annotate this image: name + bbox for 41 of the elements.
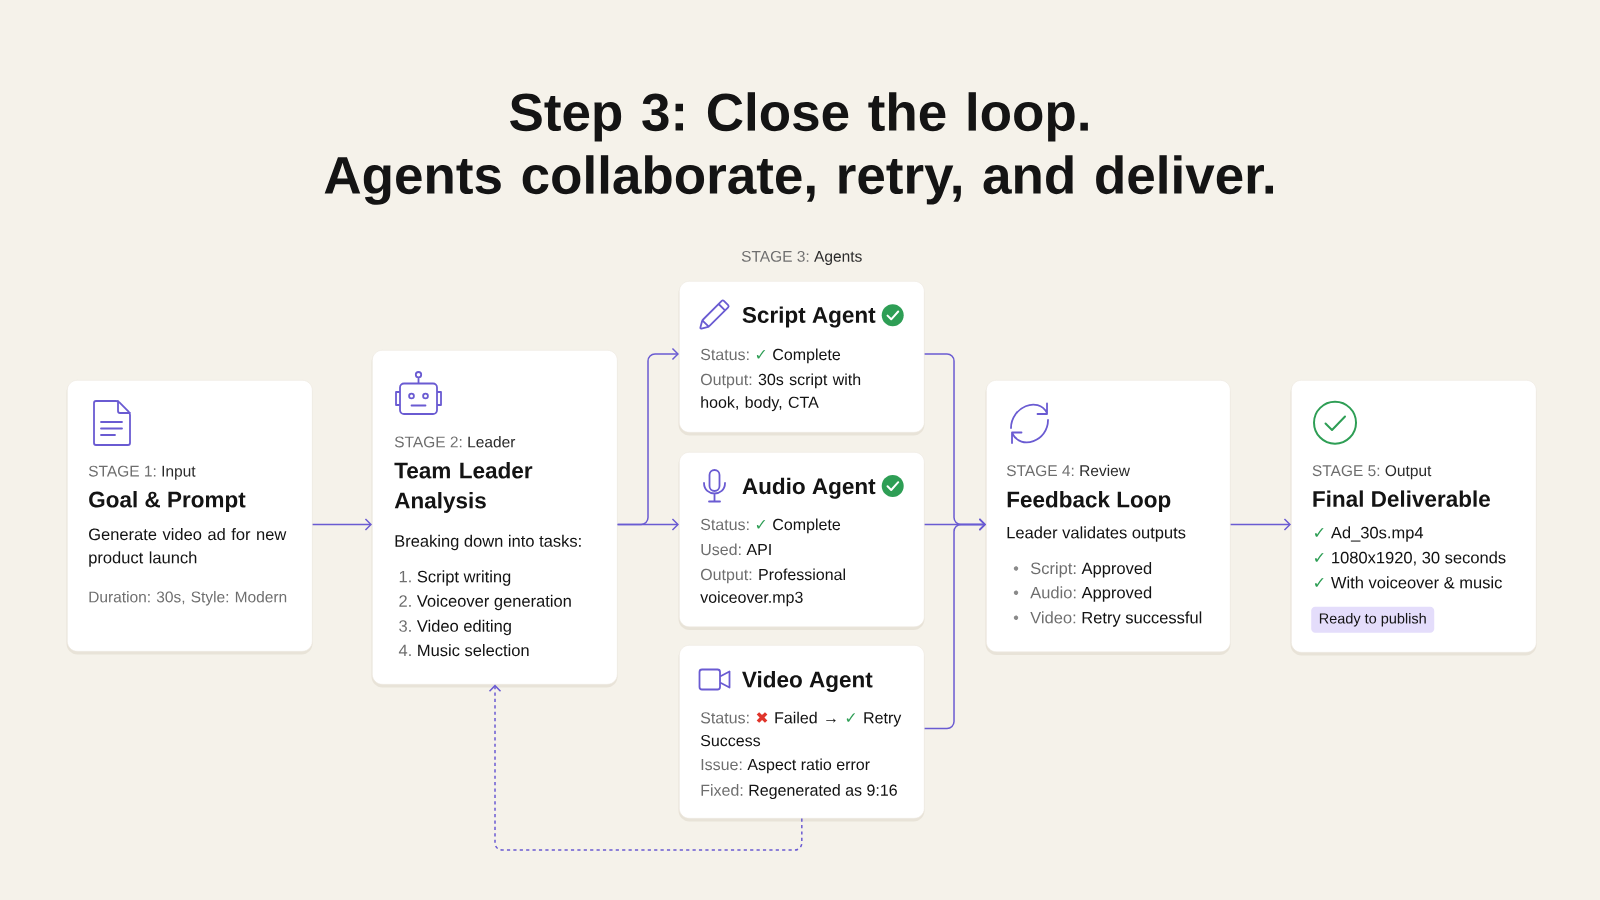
list-item: 2. Voiceover generation bbox=[399, 594, 571, 611]
status-badge: Ready to publish bbox=[1311, 606, 1435, 633]
detail-text: Issue: Aspect ratio error bbox=[701, 758, 870, 774]
card-text: Generate video ad for new product launch bbox=[89, 528, 287, 567]
card-text: ✓ With voiceover & music bbox=[1315, 576, 1502, 589]
stage-label: STAGE 1: Input bbox=[88, 465, 196, 480]
card-title: Audio Agent bbox=[742, 477, 876, 499]
card-text: Breaking down into tasks: bbox=[395, 534, 581, 551]
list-item: Script: Approved bbox=[1030, 562, 1152, 578]
card-title: Feedback Loop bbox=[1007, 491, 1171, 512]
arrow bbox=[616, 518, 679, 531]
group-label: STAGE 3: Agents bbox=[741, 250, 862, 265]
detail-text: Output: 30s script with hook, body, CTA bbox=[700, 373, 861, 412]
list-item: 4. Music selection bbox=[398, 644, 529, 657]
card-title: Goal & Prompt bbox=[89, 491, 246, 512]
card-title: Final Deliverable bbox=[1313, 490, 1490, 507]
card-text: ✓ Ad_30s.mp4 bbox=[1315, 526, 1424, 542]
dashed-arrow bbox=[488, 684, 803, 851]
status-text: Status: ✓ Complete bbox=[700, 348, 841, 364]
arrow bbox=[1229, 518, 1292, 531]
stage-label: STAGE 2: Leader bbox=[394, 436, 516, 448]
status-text: Status: ✖ Failed → ✓ Retry Success bbox=[700, 711, 902, 747]
card-text: Leader validates outputs bbox=[1007, 526, 1186, 542]
card-title: Script Agent bbox=[742, 306, 876, 328]
stage-label: STAGE 4: Review bbox=[1006, 464, 1130, 477]
detail-text: Duration: 30s, Style: Modern bbox=[89, 591, 287, 606]
list-item: 1. Script writing bbox=[399, 570, 511, 586]
card-title: Video Agent bbox=[742, 671, 873, 693]
detail-text: Output: Professional voiceover.mp3 bbox=[700, 568, 845, 607]
detail-text: Fixed: Regenerated as 9:16 bbox=[701, 784, 897, 800]
list-item: Video: Retry successful bbox=[1030, 611, 1202, 627]
status-text: Status: ✓ Complete bbox=[700, 518, 841, 534]
detail-text: Used: API bbox=[701, 543, 771, 556]
card-text: ✓ 1080x1920, 30 seconds bbox=[1315, 551, 1506, 566]
arrow bbox=[311, 518, 372, 531]
arrow bbox=[923, 518, 986, 730]
card-title: Team Leader Analysis bbox=[394, 462, 533, 513]
list-item: Audio: Approved bbox=[1030, 586, 1152, 602]
stage-label: STAGE 5: Output bbox=[1312, 465, 1432, 480]
title: Step 3: Close the loop. Agents collaborate, retry, and deliver. bbox=[324, 92, 1273, 205]
list-item: 3. Video editing bbox=[399, 619, 511, 636]
